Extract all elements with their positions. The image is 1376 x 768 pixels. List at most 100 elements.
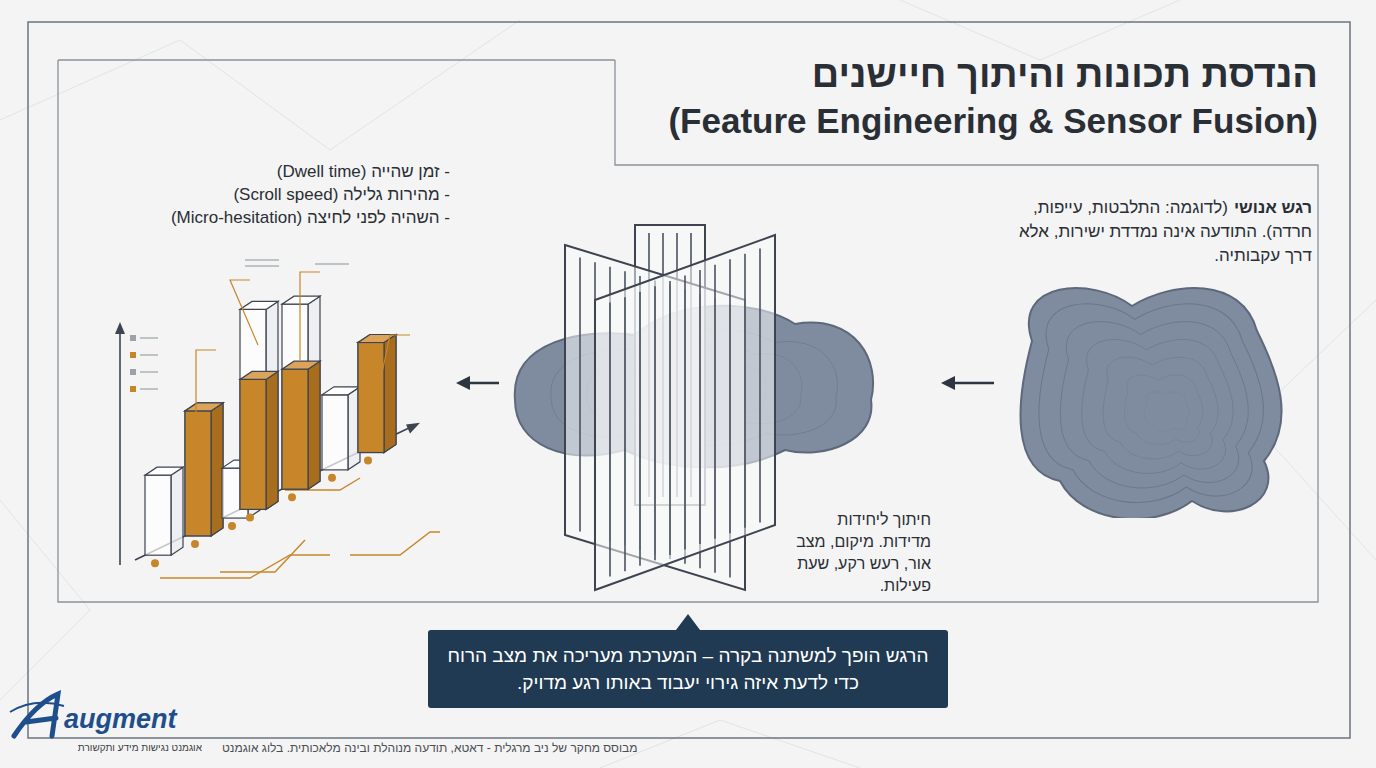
arrow-head bbox=[941, 376, 955, 390]
legend-line bbox=[140, 388, 158, 389]
axis-dot bbox=[364, 457, 372, 465]
conclusion-box: הרגש הופך למשתנה בקרה – המערכת מעריכה את… bbox=[428, 630, 948, 708]
bar-top bbox=[185, 403, 223, 411]
logo-text: augment bbox=[64, 704, 177, 735]
bar-side bbox=[171, 467, 183, 555]
slat bbox=[684, 276, 686, 550]
logo-mark bbox=[10, 694, 64, 736]
slat bbox=[699, 270, 701, 544]
bar-top bbox=[282, 296, 320, 304]
bar-top bbox=[240, 301, 278, 309]
slat bbox=[759, 248, 761, 522]
text-block: חיתוך ליחידות מדידות. מיקום, מצב אור, רע… bbox=[781, 509, 931, 597]
text-block: - זמן שהייה (Dwell time)- מהירות גלילה (… bbox=[100, 160, 450, 229]
bar-top bbox=[145, 467, 183, 475]
arrow-head bbox=[456, 376, 470, 390]
bar-front bbox=[145, 475, 171, 555]
logo-tagline: אוגמנט נגישות מידע ותקשורת bbox=[62, 742, 202, 753]
subtitle: (Feature Engineering & Sensor Fusion) bbox=[668, 98, 1318, 144]
leader-line bbox=[300, 272, 320, 360]
emotion-blob bbox=[1000, 196, 1312, 518]
axis-dot bbox=[191, 540, 199, 548]
bar-front bbox=[358, 343, 384, 453]
legend-square bbox=[130, 352, 136, 358]
source-note: מבוסס מחקר של ניב מרגלית - דאטא, תודעה מ… bbox=[222, 741, 638, 755]
circuit-trace bbox=[350, 532, 440, 555]
bar-front bbox=[282, 304, 308, 489]
blob-outline bbox=[1021, 288, 1282, 518]
flow-arrow bbox=[941, 376, 994, 390]
bar-front bbox=[185, 411, 211, 536]
title: הנדסת תכונות והיתוך חיישנים bbox=[668, 50, 1318, 98]
slat bbox=[609, 303, 611, 577]
circuit-trace bbox=[160, 555, 330, 578]
leader-line bbox=[370, 335, 410, 430]
axis-dot bbox=[228, 522, 236, 530]
blob-contour bbox=[1125, 375, 1203, 444]
legend-line bbox=[140, 354, 158, 355]
slat bbox=[639, 292, 641, 566]
blob-contour bbox=[1039, 304, 1263, 503]
note-line bbox=[245, 259, 279, 260]
bar-front bbox=[185, 411, 211, 536]
text-block: רגש אנושי(לדוגמה: התלבטות, עייפות, חרדה)… bbox=[1000, 196, 1312, 268]
conclusion-text: הרגש הופך למשתנה בקרה – המערכת מעריכה את… bbox=[446, 642, 930, 696]
note-line bbox=[245, 265, 279, 266]
slat bbox=[714, 265, 716, 539]
leader-line bbox=[230, 280, 258, 345]
bar-side bbox=[211, 403, 223, 536]
feature-item: - זמן שהייה (Dwell time) bbox=[100, 160, 450, 183]
features-stage: - זמן שהייה (Dwell time)- מהירות גלילה (… bbox=[100, 160, 450, 585]
bar-front bbox=[240, 309, 266, 509]
bar-side bbox=[308, 296, 320, 489]
leader-line bbox=[196, 350, 216, 415]
legend-square bbox=[130, 386, 136, 392]
slat bbox=[744, 254, 746, 528]
legend-line bbox=[140, 371, 158, 372]
bar-side bbox=[266, 371, 278, 509]
y-axis bbox=[119, 330, 121, 565]
emotion-stage: רגש אנושי(לדוגמה: התלבטות, עייפות, חרדה)… bbox=[1000, 196, 1312, 518]
note-line bbox=[315, 263, 349, 264]
slat bbox=[579, 258, 581, 532]
feature-item: - השהיה לפני לחיצה (Micro-hesitation) bbox=[100, 206, 450, 229]
bar-side bbox=[308, 361, 320, 489]
blob-contour bbox=[1145, 392, 1189, 431]
axis-head bbox=[115, 322, 125, 334]
circuit-trace bbox=[220, 540, 305, 572]
axis-dot bbox=[151, 559, 159, 567]
blob-contour bbox=[1060, 322, 1248, 488]
slat bbox=[669, 281, 671, 555]
slice-plane bbox=[595, 235, 775, 590]
bar-top bbox=[322, 387, 360, 395]
bar-front bbox=[358, 343, 384, 453]
axis-dot bbox=[246, 513, 254, 521]
axis-dot bbox=[288, 493, 296, 501]
bar-side bbox=[266, 301, 278, 509]
text-block: הרגש הופך למשתנה בקרה – המערכת מעריכה את… bbox=[428, 630, 948, 708]
slat bbox=[624, 297, 626, 571]
blob-group bbox=[1021, 288, 1282, 518]
blob-contour bbox=[1103, 357, 1218, 459]
axis-head bbox=[406, 423, 420, 434]
slicing-stage: חיתוך ליחידות מדידות. מיקום, מצב אור, רע… bbox=[505, 205, 935, 605]
bar-side bbox=[211, 403, 223, 536]
arrow-line bbox=[951, 382, 994, 385]
legend-line bbox=[140, 337, 158, 338]
arrow-line bbox=[466, 382, 499, 385]
legend-square bbox=[130, 369, 136, 375]
slat bbox=[729, 259, 731, 533]
axis-dot bbox=[328, 474, 336, 482]
bar-front bbox=[282, 369, 308, 489]
blob-contour bbox=[1082, 339, 1233, 473]
flow-arrow bbox=[456, 376, 499, 390]
bar-top bbox=[282, 361, 320, 369]
legend-square bbox=[130, 335, 136, 341]
feature-item: - מהירות גלילה (Scroll speed) bbox=[100, 183, 450, 206]
slat bbox=[654, 286, 656, 560]
slicing-text: חיתוך ליחידות מדידות. מיקום, מצב אור, רע… bbox=[781, 509, 931, 597]
bar-front bbox=[322, 395, 348, 470]
bar-front bbox=[240, 379, 266, 509]
title-block: הנדסת תכונות והיתוך חיישנים (Feature Eng… bbox=[668, 50, 1318, 144]
